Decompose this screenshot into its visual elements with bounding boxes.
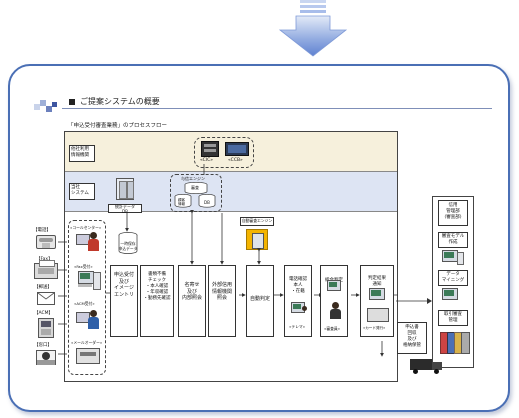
database-icon <box>118 232 138 254</box>
computer-icon <box>327 280 343 294</box>
cic-server-icon <box>201 141 219 157</box>
cic-label: «CIC» <box>200 158 213 163</box>
cabinet-icon <box>440 330 470 354</box>
stat-db-label: 統計データ DB <box>108 204 142 213</box>
step-sub-label: «審査員» <box>324 326 341 331</box>
down-arrow-icon <box>278 0 348 57</box>
heading-bullet <box>69 99 75 105</box>
receiver-label: «Fax受付» <box>74 264 93 269</box>
auto-engine-label: 自動審査エンジン <box>240 217 274 226</box>
step-internal-check: 名寄せ 及び 内部照会 <box>178 265 206 337</box>
step-sub-label: «カード発行» <box>363 326 386 330</box>
counter-icon <box>36 350 56 365</box>
page-heading: ご提案システムの概要 <box>80 97 160 106</box>
receiver-label: «メールオーダー» <box>71 340 103 345</box>
computer-icon <box>442 288 462 302</box>
heading-decoration <box>34 98 64 114</box>
engine-label: 与信エンジン <box>181 176 205 181</box>
truck-icon <box>410 359 444 374</box>
lane-label-system: 当社 システム <box>69 183 95 200</box>
delivery-box: 申込書 回収 及び 格納保管 <box>397 322 427 354</box>
channel-arrows <box>58 241 67 355</box>
flow-title: 「申込受付審査業務」のプロセスフロー <box>68 123 168 129</box>
lane-label-external: 他社利用 情報機関 <box>69 145 95 162</box>
fax-icon <box>34 260 58 279</box>
stat-server-icon <box>116 178 134 200</box>
receivers-group <box>68 220 106 375</box>
computer-icon <box>442 250 464 265</box>
channel-label: 【Fax】 <box>36 257 53 263</box>
database-icon <box>174 194 192 208</box>
db2-label: DB <box>204 200 210 205</box>
engine-group <box>170 174 222 212</box>
step-phone-confirm: 電話確認 本人 ・在籍 «テレマ» <box>284 265 312 337</box>
right-panel-archive: 取引審査 管理 <box>438 310 468 326</box>
app-db-label: 顧客 情報 <box>178 198 185 206</box>
operator-icon <box>74 308 100 332</box>
channel-label: 【郵送】 <box>34 285 52 290</box>
heading-rule <box>62 108 492 109</box>
phone-icon <box>36 235 56 249</box>
right-panel-dept: 信用 管理部 (審査部) <box>438 200 468 226</box>
computer-icon <box>369 288 387 303</box>
step-phone-confirm-label: 電話確認 本人 ・在籍 <box>289 277 307 294</box>
step-total-judge: 総合判定 «審査員» <box>320 265 348 337</box>
receiver-label: «ACM受付» <box>74 301 95 306</box>
channel-label: 【ACM】 <box>34 311 54 316</box>
atm-icon <box>38 318 54 338</box>
printer-icon <box>367 308 389 322</box>
step-notify: 判定結果 通知 «カード発行» <box>360 265 394 337</box>
receiver-label: «コールセンター» <box>70 225 102 230</box>
right-panel-mining: データ マイニング <box>438 270 468 286</box>
scanner-icon <box>76 348 100 364</box>
mail-icon <box>37 292 55 305</box>
ccb-label: «CCB» <box>228 158 243 163</box>
ccb-server-icon <box>225 142 249 156</box>
arrow-icon <box>396 298 432 304</box>
right-panel-model: 審査モデル 作成 <box>438 232 468 248</box>
step-sub-label: «テレマ» <box>289 324 306 329</box>
step-notify-label: 判定結果 通知 <box>368 276 386 287</box>
operator-icon <box>74 232 100 254</box>
score-db-label: 審査 <box>191 185 199 190</box>
database-icon <box>184 182 208 194</box>
temp-db-label: 一時保存 申込データ <box>118 241 138 251</box>
computer-icon <box>291 302 307 316</box>
step-external-check: 外部信用 情報機関 照会 <box>208 265 236 337</box>
computer-icon <box>78 271 101 291</box>
person-icon <box>329 302 343 320</box>
flow-arrows <box>125 164 398 357</box>
step-document-check: 書類不備 チェック ・本人確認 ・年収確認 ・勤務先確認 <box>140 265 174 337</box>
channel-label: 【窓口】 <box>34 343 52 348</box>
external-group <box>194 137 254 168</box>
step-auto-judge: 自動判定 <box>246 265 274 337</box>
step-application-entry: 申込受付 及び イメージ エントリ <box>110 265 138 337</box>
channel-label: 【電話】 <box>33 228 51 233</box>
database-icon <box>198 194 216 208</box>
